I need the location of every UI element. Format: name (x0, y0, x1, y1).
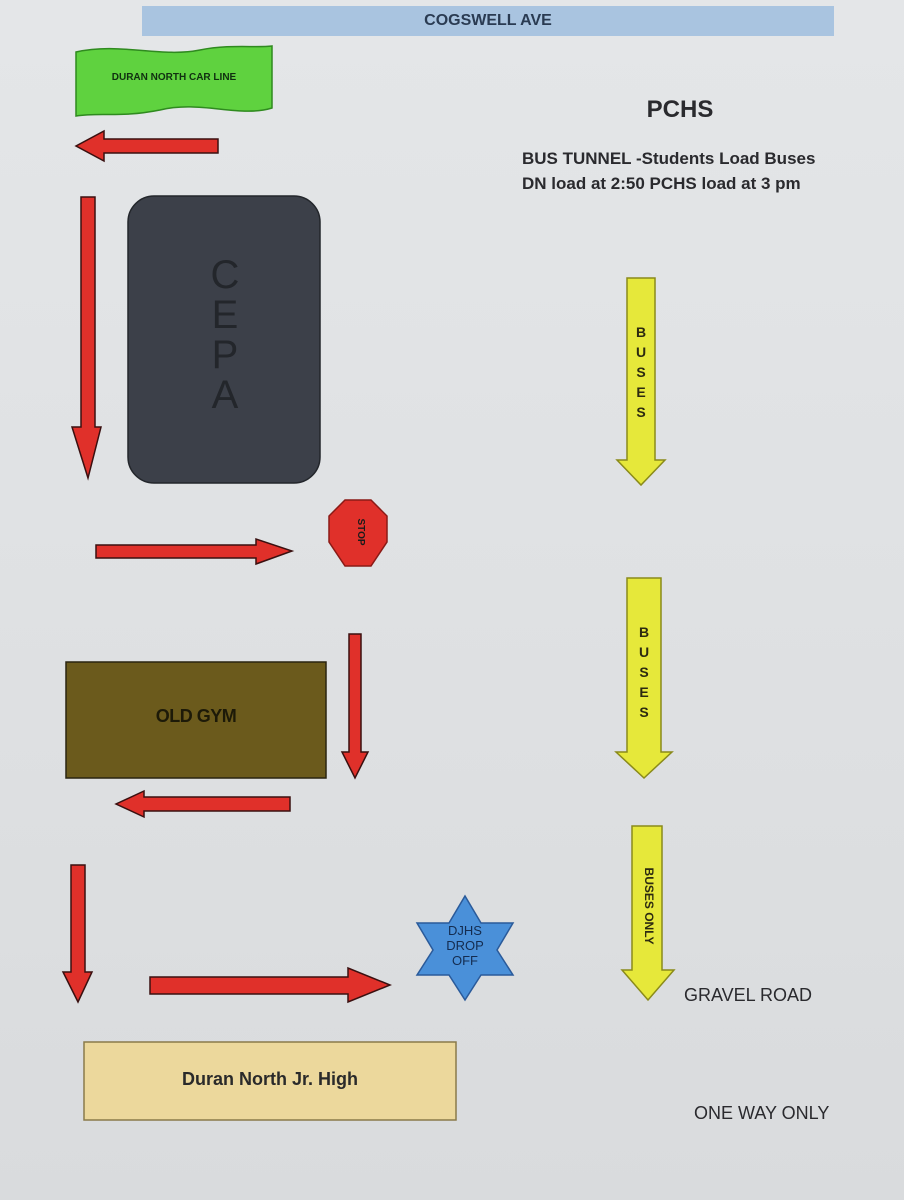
djhs-line-3: OFF (452, 953, 478, 968)
street-banner: COGSWELL AVE (142, 6, 834, 36)
djhs-line-2: DROP (446, 938, 484, 953)
arrow-down-left-long (70, 196, 102, 481)
school-title: PCHS (646, 96, 714, 123)
bus-arrow-3-label: BUSES ONLY (642, 867, 656, 945)
arrow-left-below-gym (114, 789, 291, 819)
djhs-drop-off-star (415, 894, 515, 1002)
car-line-banner (75, 45, 273, 117)
car-line-label: DURAN NORTH CAR LINE (111, 72, 237, 83)
stop-label: STOP (355, 518, 366, 546)
stacked-letter: S (636, 404, 646, 420)
stop-sign (328, 499, 388, 567)
bus-arrow-3 (620, 825, 676, 1002)
stacked-letter: S (639, 664, 649, 680)
arrow-down-bottom-left (61, 864, 94, 1004)
arrow-right-bottom (149, 966, 392, 1004)
cepa-building (127, 195, 321, 484)
jr-high-label: Duran North Jr. High (181, 1069, 358, 1089)
djhs-drop-off-label: DJHS DROP OFF (420, 923, 510, 968)
djhs-line-1: DJHS (448, 923, 482, 938)
bus-arrow-1 (615, 277, 667, 487)
info-line-1: BUS TUNNEL -Students Load Buses (522, 149, 816, 168)
arrow-down-right-gym (340, 633, 370, 780)
info-line-2: DN load at 2:50 PCHS load at 3 pm (522, 174, 801, 193)
stacked-letter: E (211, 293, 239, 337)
gravel-road-label: GRAVEL ROAD (684, 985, 813, 1005)
one-way-label: ONE WAY ONLY (694, 1103, 830, 1123)
jr-high-building (83, 1041, 457, 1121)
bus-arrow-2 (614, 577, 674, 780)
stacked-letter: B (635, 324, 647, 340)
stacked-letter: C (210, 253, 240, 297)
old-gym-building (65, 661, 327, 779)
stacked-letter: S (639, 704, 649, 720)
stacked-letter: U (635, 344, 647, 360)
old-gym-label: OLD GYM (155, 706, 237, 726)
arrow-right-middle (95, 537, 295, 566)
stacked-letter: E (636, 384, 646, 400)
bus-tunnel-info: BUS TUNNEL -Students Load Buses DN load … (522, 146, 882, 196)
stacked-letter: B (638, 624, 650, 640)
stacked-letter: U (638, 644, 650, 660)
stacked-letter: A (211, 373, 239, 417)
stacked-letter: S (636, 364, 646, 380)
arrow-left-top (74, 129, 219, 163)
stacked-letter: E (639, 684, 649, 700)
stacked-letter: P (211, 333, 239, 377)
